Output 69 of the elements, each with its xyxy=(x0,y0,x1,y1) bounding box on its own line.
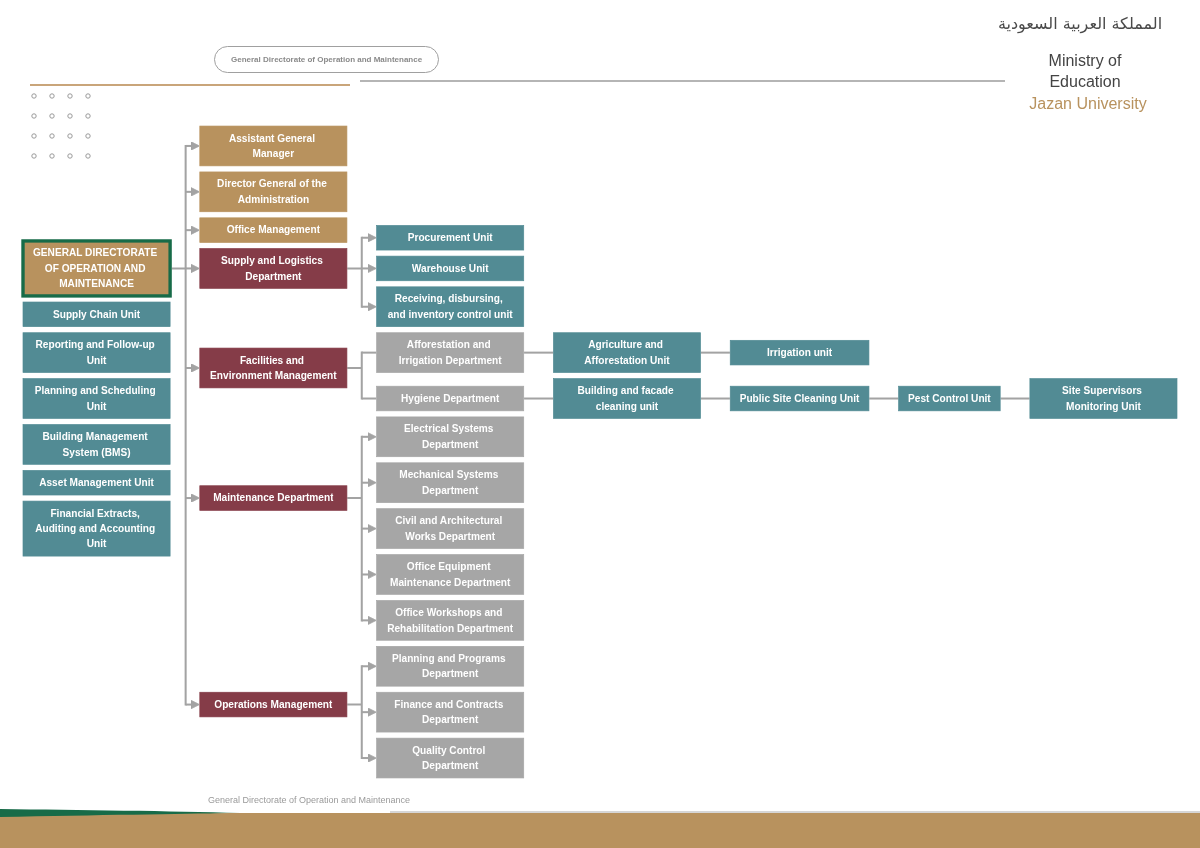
unit-box: Site Supervisors Monitoring Unit xyxy=(1029,378,1178,419)
department-box: Maintenance Department xyxy=(199,485,348,511)
connector-line xyxy=(700,351,730,354)
arrow xyxy=(361,477,377,488)
arrow xyxy=(361,523,377,534)
department-box: Facilities and Environment Management xyxy=(199,347,348,389)
unit-box: Building Management System (BMS) xyxy=(22,424,171,465)
unit-box: Irrigation unit xyxy=(729,339,870,366)
arrow xyxy=(185,187,200,197)
section-box: Planning and Programs Department xyxy=(376,646,525,687)
connector-line xyxy=(347,665,363,760)
section-box: Office Workshops and Rehabilitation Department xyxy=(376,600,525,641)
connector-line xyxy=(171,144,187,706)
section-box: Hygiene Department xyxy=(376,385,525,412)
section-box: Civil and Architectural Works Department xyxy=(376,508,525,549)
footer-text: General Directorate of Operation and Maintenance xyxy=(208,795,411,806)
arrow xyxy=(185,363,200,373)
section-box: Mechanical Systems Department xyxy=(376,462,525,503)
office-box: Assistant General Manager xyxy=(199,125,348,167)
arrow xyxy=(361,263,377,274)
section-box: Electrical Systems Department xyxy=(376,416,525,458)
connector-line xyxy=(347,351,363,400)
university-name: Jazan University xyxy=(1028,95,1148,113)
office-box: Director General of the Administration xyxy=(199,171,348,213)
arrow xyxy=(361,707,377,717)
connector-line xyxy=(700,397,730,400)
unit-box: Pest Control Unit xyxy=(898,385,1001,412)
arrow xyxy=(361,232,377,243)
ministry-name: Ministry of Education xyxy=(1047,51,1123,92)
arrow xyxy=(361,569,377,580)
connector-line xyxy=(361,397,377,400)
arrow xyxy=(185,141,200,151)
arrow xyxy=(185,699,200,710)
arrow xyxy=(361,615,377,626)
section-box: Finance and Contracts Department xyxy=(376,691,525,733)
arrow xyxy=(185,225,200,235)
arrow xyxy=(185,263,200,274)
section-box: Quality Control Department xyxy=(376,737,525,779)
connector-line xyxy=(524,351,554,354)
arabic-heading: المملكة العربية السعودية xyxy=(996,14,1164,33)
arrow xyxy=(361,432,377,442)
connector-line xyxy=(524,397,554,400)
unit-box: Procurement Unit xyxy=(376,225,525,251)
connector-line xyxy=(361,351,377,354)
connector-line xyxy=(869,397,899,400)
unit-box: Supply Chain Unit xyxy=(22,301,171,327)
arrow xyxy=(361,661,377,672)
header-tab: General Directorate of Operation and Maintenance xyxy=(214,46,440,73)
section-box: Afforestation and Irrigation Department xyxy=(376,332,525,373)
arrow xyxy=(361,301,377,312)
unit-box: Reporting and Follow-up Unit xyxy=(22,332,171,373)
department-box: Supply and Logistics Department xyxy=(199,248,348,289)
connector-line xyxy=(1000,397,1030,400)
department-box: Operations Management xyxy=(199,691,348,718)
unit-box: Financial Extracts, Auditing and Accounting Unit xyxy=(22,500,171,557)
office-box: Office Management xyxy=(199,217,348,243)
arrow xyxy=(185,493,200,503)
directorate-box: GENERAL DIRECTORATE OF OPERATION AND MAINTENANCE xyxy=(21,239,172,298)
connector-line xyxy=(347,435,363,622)
unit-box: Asset Management Unit xyxy=(22,470,171,496)
unit-box: Agriculture and Afforestation Unit xyxy=(553,332,701,373)
unit-box: Planning and Scheduling Unit xyxy=(22,378,171,419)
connector-line xyxy=(347,236,363,308)
unit-box: Building and facade cleaning unit xyxy=(553,378,701,419)
arrow xyxy=(361,753,377,763)
unit-box: Public Site Cleaning Unit xyxy=(729,385,870,412)
unit-box: Receiving, disbursing, and inventory control unit xyxy=(376,286,525,327)
unit-box: Warehouse Unit xyxy=(376,255,525,282)
section-box: Office Equipment Maintenance Department xyxy=(376,554,525,595)
